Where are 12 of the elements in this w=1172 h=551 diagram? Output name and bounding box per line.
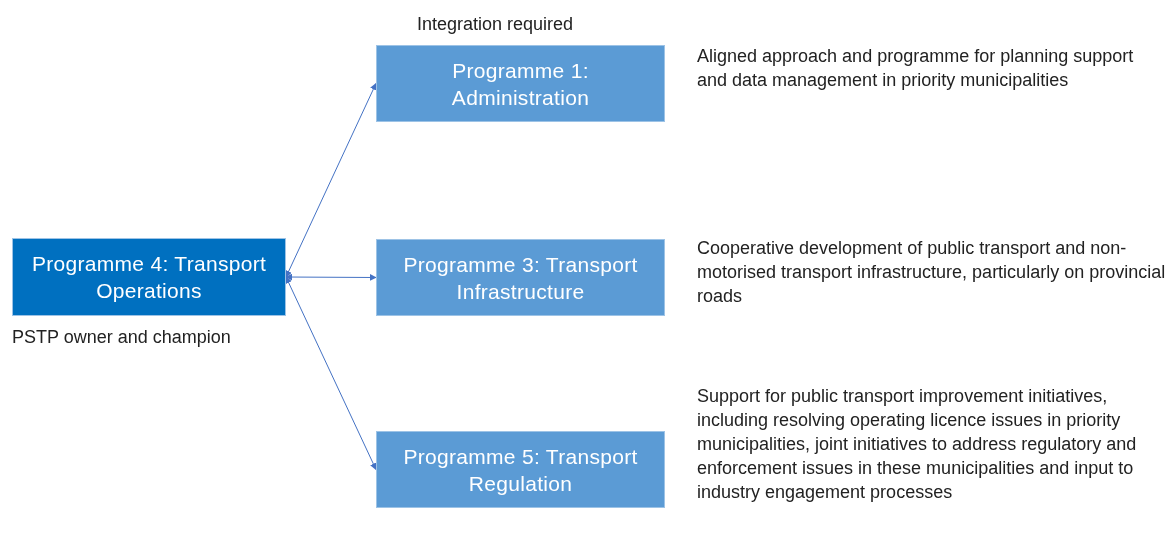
description-text: Support for public transport improvement initiatives, including resolving operating licence issues in priority municipalities, joint initiatives to address regulatory and enforcement issues in these municipalities and input to industry engagement processes <box>697 385 1138 504</box>
programme-box: Programme 4: Transport Operations <box>12 238 286 316</box>
programme-box: Programme 1: Administration <box>376 45 665 122</box>
description-text: PSTP owner and champion <box>12 326 232 349</box>
note-text: Integration required <box>417 13 574 36</box>
description-text: Aligned approach and programme for planning support and data management in priority municipalities <box>697 45 1135 92</box>
description-text: Cooperative development of public transport and non-motorised transport infrastructure, particularly on provincial roads <box>697 237 1167 308</box>
arrow <box>285 82 377 278</box>
programme-box: Programme 3: Transport Infrastructure <box>376 239 665 316</box>
arrow <box>285 273 377 281</box>
programme-box: Programme 5: Transport Regulation <box>376 431 665 508</box>
arrow <box>285 276 377 471</box>
